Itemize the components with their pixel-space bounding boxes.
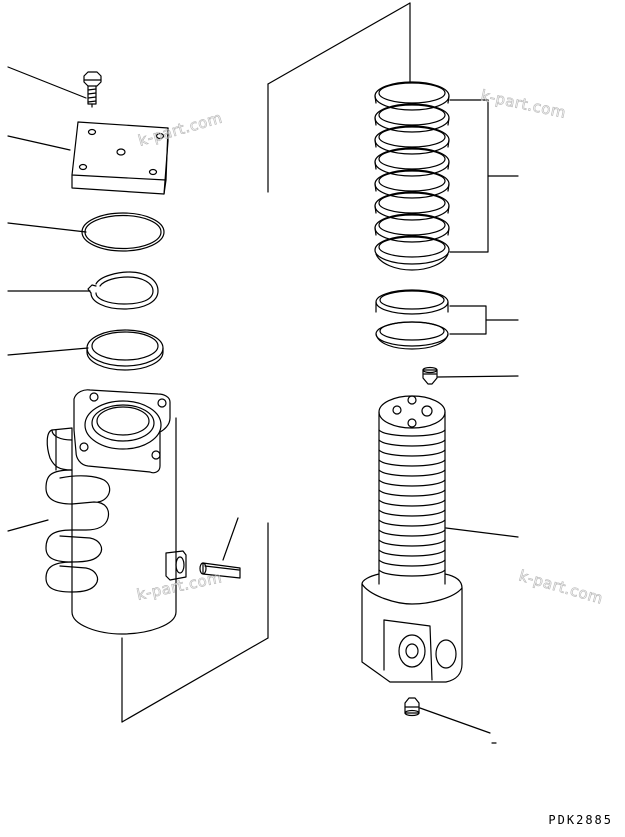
watermark-4: k-part.com xyxy=(517,567,605,608)
watermark-2: k-part.com xyxy=(479,86,568,122)
watermarks: k-part.com k-part.com k-part.com k-part.… xyxy=(135,86,606,608)
watermark-1: k-part.com xyxy=(136,109,224,150)
o-ring-icon xyxy=(81,212,165,252)
snap-ring-icon xyxy=(87,271,159,310)
dowel-pin-icon xyxy=(199,562,241,579)
drawing-code: PDK2885 xyxy=(548,813,613,827)
bracket-left xyxy=(121,522,269,723)
slipper-seals-icon xyxy=(375,289,519,350)
leader-lines-left xyxy=(7,66,239,561)
seal-ring-icon xyxy=(86,329,164,371)
swivel-joint-shaft-icon xyxy=(361,395,519,683)
bracket-right xyxy=(267,2,411,193)
plug-bottom-icon xyxy=(404,697,497,744)
seal-rings-stack-icon xyxy=(374,81,519,271)
bolt-icon xyxy=(83,71,102,108)
cover-plate-icon xyxy=(71,121,169,195)
watermark-3: k-part.com xyxy=(135,568,224,604)
plug-top-icon xyxy=(422,366,519,385)
swivel-joint-body-icon xyxy=(45,389,187,635)
